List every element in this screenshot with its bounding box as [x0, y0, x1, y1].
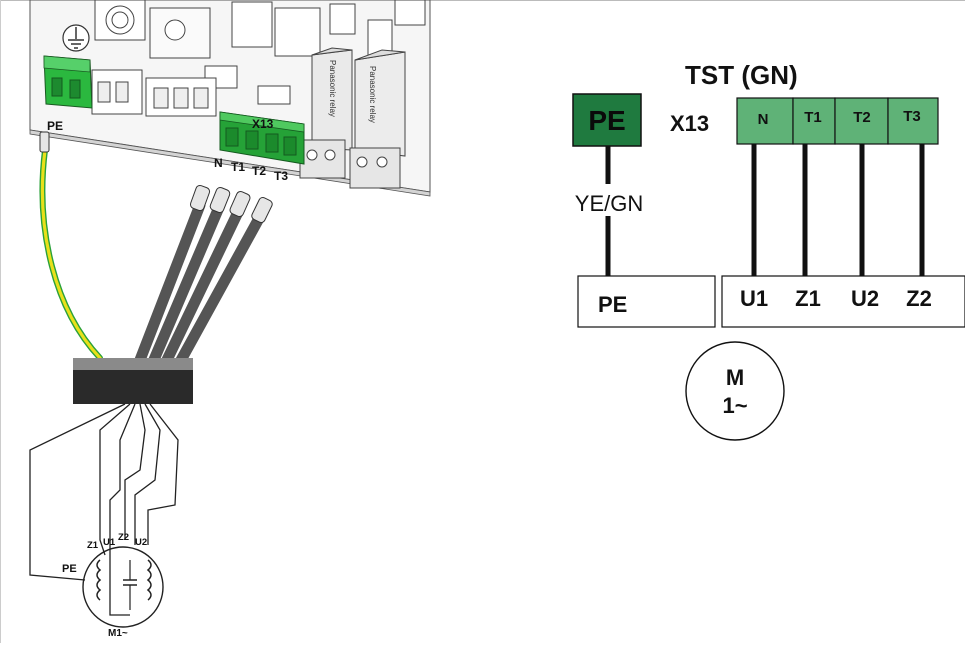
pcb-terminal-label-t3: T3 [274, 169, 288, 183]
pcb-board: Panasonic relay Panasonic relay [29, 0, 431, 197]
relay-2: Panasonic relay [354, 49, 406, 157]
lead-label-u1: U1 [103, 537, 116, 548]
motor-leads [29, 403, 179, 616]
schematic-wires [605, 144, 925, 276]
pcb-terminal-label-t2: T2 [252, 164, 266, 178]
pe-bottom-box: PE [577, 275, 716, 328]
cable-gland [73, 358, 193, 404]
lead-label-z2: Z2 [118, 532, 129, 543]
wire-label-bg [566, 184, 652, 216]
motor-lead-z1: Z1 [795, 286, 821, 311]
x13-terminal-strip: N T1 T2 T3 [736, 97, 939, 145]
x13-terminal-n: N [758, 111, 769, 128]
pcb-pe-terminal [43, 55, 93, 109]
x13-terminal-t3: T3 [903, 108, 921, 125]
x13-terminal-t2: T2 [853, 109, 871, 126]
lead-label-z1: Z1 [87, 540, 99, 551]
motor-label-m: M [726, 365, 744, 390]
motor-lead-z2: Z2 [906, 286, 932, 311]
pe-bottom-label: PE [598, 292, 627, 317]
motor-symbol: M 1~ [685, 341, 785, 441]
x13-connector-label: X13 [670, 111, 709, 136]
pcb-pe-label: PE [47, 119, 63, 133]
pe-wire [39, 131, 103, 361]
motor-leads-box: U1 Z1 U2 Z2 [721, 275, 965, 328]
motor-lead-u2: U2 [851, 286, 879, 311]
pcb-terminal-label-n: N [214, 156, 223, 170]
pcb-x13-label: X13 [252, 117, 274, 131]
pcb-terminal-label-t1: T1 [231, 160, 245, 174]
relay-2-label: Panasonic relay [368, 66, 377, 123]
wire-color-label: YE/GN [575, 191, 643, 216]
relay-1-label: Panasonic relay [328, 60, 337, 117]
motor-cables [134, 184, 273, 368]
motor-label-phase: 1~ [722, 393, 747, 418]
pe-terminal-label: PE [588, 105, 625, 136]
motor-lead-u1: U1 [740, 286, 768, 311]
schematic-title: TST (GN) [685, 60, 798, 90]
lead-label-u2: U2 [135, 537, 147, 548]
motor-detail-label: M1~ [108, 628, 128, 639]
relay-1: Panasonic relay [311, 47, 353, 151]
pcb-x13-terminal: X13 [219, 111, 305, 165]
x13-terminal-t1: T1 [804, 109, 822, 126]
pe-terminal-box: PE [572, 93, 642, 147]
motor-pe-label: PE [62, 563, 77, 575]
motor-symbol-detail [82, 546, 164, 628]
